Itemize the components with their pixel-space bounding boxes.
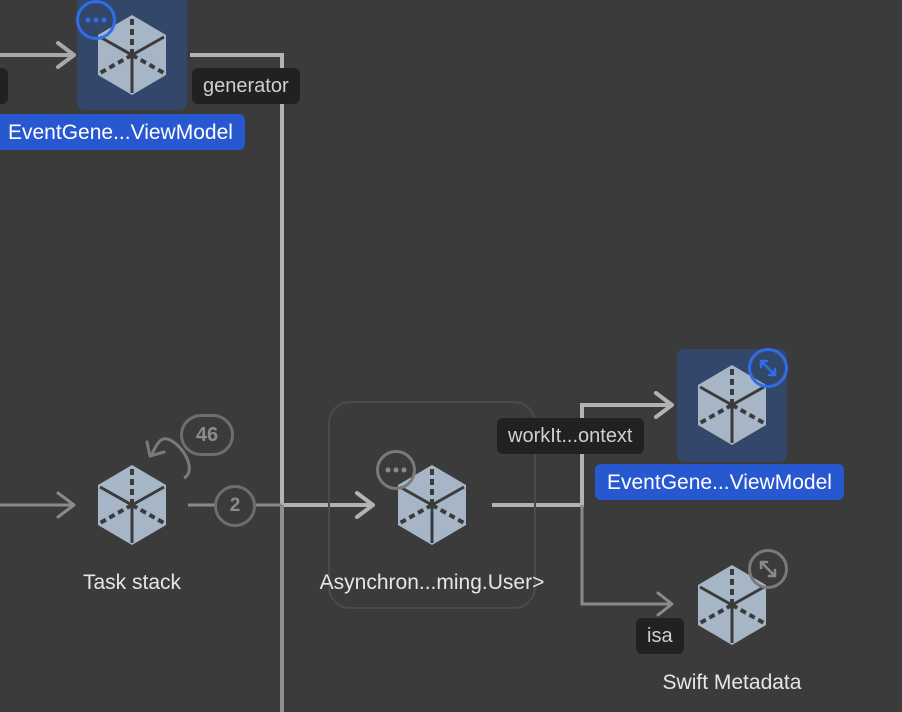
edge-generator [190, 53, 370, 507]
edge-label-generator[interactable]: generator [192, 68, 300, 104]
arrow-head [56, 491, 76, 519]
arrow-head [656, 591, 674, 617]
recursive-count-badge[interactable]: 46 [180, 414, 234, 456]
edge-isa [580, 505, 670, 606]
arrow-head [145, 440, 166, 458]
more-icon[interactable] [376, 450, 416, 490]
node-top-viewmodel-label[interactable]: EventGene...ViewModel [0, 114, 245, 150]
more-icon[interactable] [76, 0, 116, 40]
recursive-loop-edge [150, 437, 191, 480]
edge-label-isa[interactable]: isa [636, 618, 684, 654]
arrow-head [56, 41, 76, 69]
object-cube-icon[interactable] [94, 461, 170, 549]
node-async-stream-label[interactable]: Asynchron...ming.User> [319, 571, 545, 594]
node-right-viewmodel-label[interactable]: EventGene...ViewModel [595, 464, 844, 500]
edge-label-workitem-context[interactable]: workIt...ontext [497, 418, 644, 454]
arrow-head [355, 491, 375, 519]
offscreen-label-fragment [0, 68, 8, 104]
node-swift-metadata-label[interactable]: Swift Metadata [662, 671, 802, 694]
expand-icon[interactable] [748, 549, 788, 589]
node-task-stack-label[interactable]: Task stack [82, 571, 182, 594]
edge-workitem-context [492, 403, 668, 507]
arrow-head [654, 391, 674, 419]
edge-count-badge[interactable]: 2 [214, 485, 256, 527]
expand-icon[interactable] [748, 348, 788, 388]
group-outline [328, 401, 536, 609]
